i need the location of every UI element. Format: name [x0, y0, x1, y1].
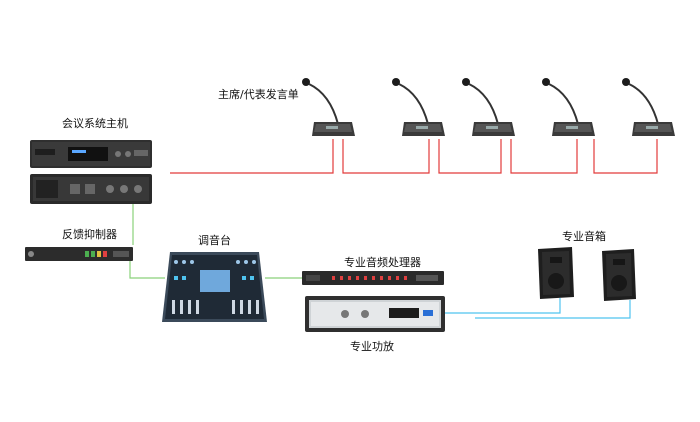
mixer-icon: [162, 252, 267, 322]
cyan-wire-1: [445, 298, 561, 314]
audio-processor-icon: [302, 271, 444, 285]
speaker-icon: [538, 247, 574, 299]
red-wire-3: [438, 139, 502, 174]
red-wire-1: [170, 139, 334, 174]
microphones-label: 主席/代表发言单: [218, 88, 299, 101]
microphone-4: [540, 76, 595, 140]
microphone-icon: [392, 78, 445, 136]
speaker-right: [602, 249, 636, 301]
red-wire-2: [342, 139, 430, 174]
speaker-left: [538, 247, 574, 299]
conference-host-label: 会议系统主机: [62, 117, 128, 130]
microphone-5: [620, 76, 675, 140]
cyan-speaker-lines: [445, 298, 631, 319]
audio-processor: [302, 270, 444, 285]
power-amplifier-label: 专业功放: [350, 340, 394, 353]
cyan-wire-2: [475, 300, 631, 319]
audio-processor-label: 专业音频处理器: [344, 256, 421, 269]
microphone-1: [300, 76, 355, 140]
feedback-suppressor-label: 反馈抑制器: [62, 228, 117, 241]
microphone-icon: [622, 78, 675, 136]
green-signal: [129, 203, 302, 279]
red-mic-bus: [170, 139, 658, 174]
red-wire-4: [510, 139, 578, 174]
speaker-icon: [602, 249, 636, 301]
conference-host-icon: [30, 140, 152, 204]
microphone-icon: [542, 78, 595, 136]
speakers-label: 专业音箱: [562, 230, 606, 243]
microphone-icon: [302, 78, 355, 136]
green-wire-feedback-mixer: [129, 260, 165, 279]
conference-host: [30, 140, 152, 206]
power-amplifier: [305, 296, 445, 332]
power-amplifier-icon: [305, 296, 445, 332]
mixer: [162, 252, 267, 322]
feedback-suppressor: [25, 246, 133, 261]
red-wire-5: [593, 139, 658, 174]
microphone-3: [460, 76, 515, 140]
feedback-suppressor-icon: [25, 247, 133, 261]
mixer-label: 调音台: [198, 234, 231, 247]
microphone-icon: [462, 78, 515, 136]
microphone-2: [390, 76, 445, 140]
